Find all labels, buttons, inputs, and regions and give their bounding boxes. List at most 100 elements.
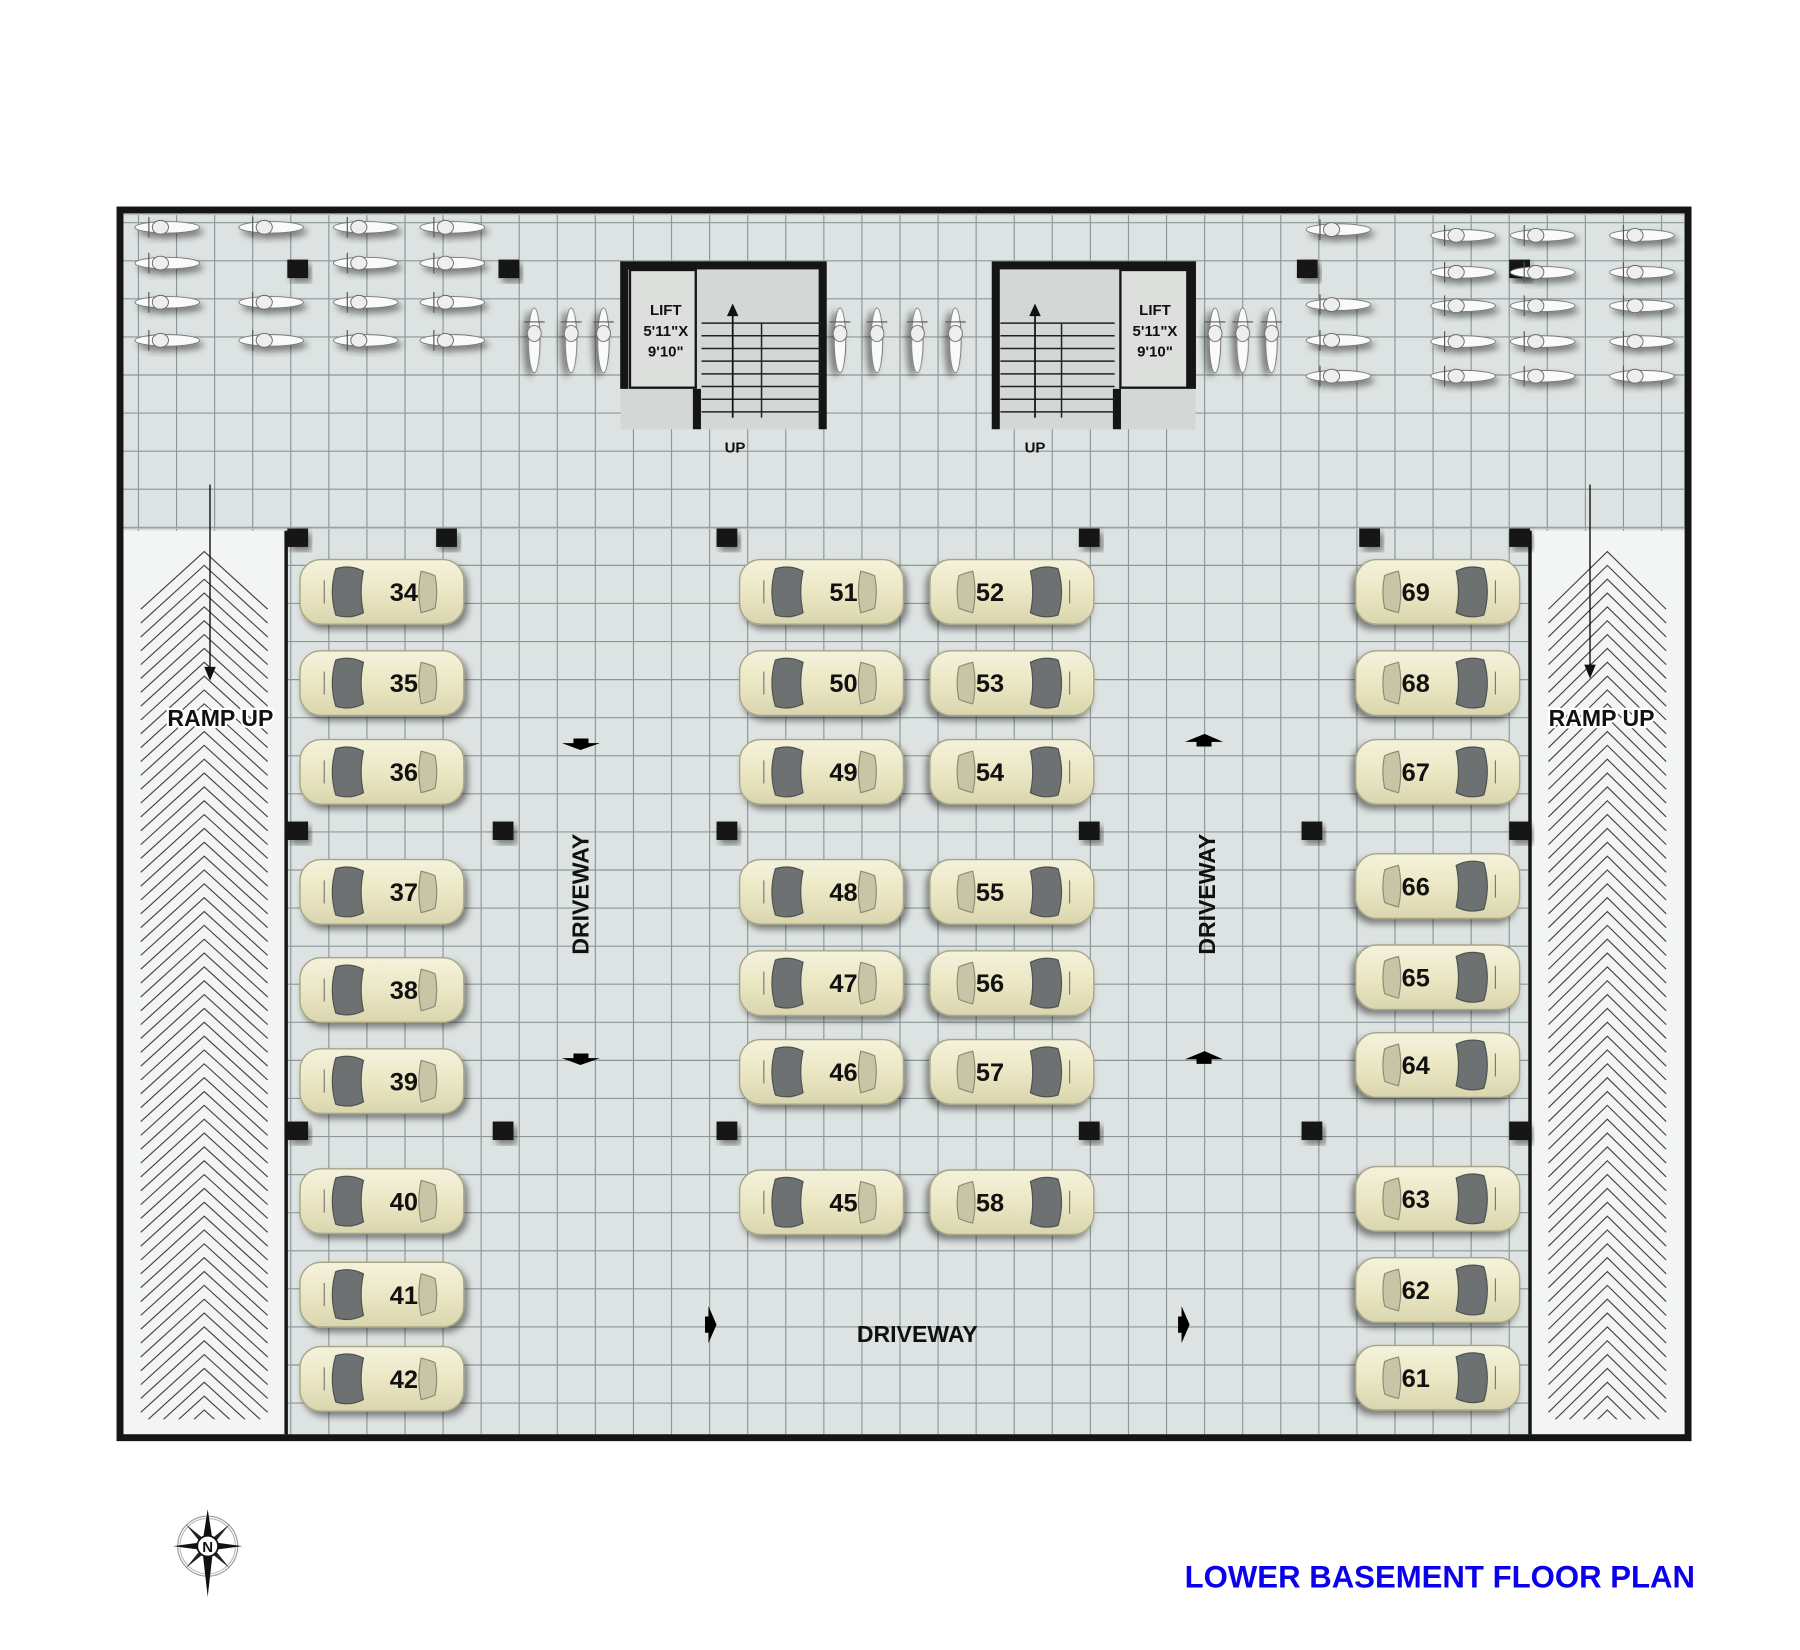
parking-bay-number: 42: [390, 1366, 418, 1394]
parking-bay[interactable]: 53: [929, 650, 1095, 717]
motorbike-icon: [1509, 295, 1576, 317]
driveway-label-right: DRIVEWAY: [1194, 833, 1220, 955]
parking-bay-number: 55: [976, 879, 1004, 907]
two-wheeler-parking: [134, 216, 1675, 387]
parking-bay-number: 67: [1402, 759, 1430, 787]
structural-column: [287, 259, 309, 279]
parking-bay[interactable]: 42: [299, 1345, 465, 1412]
parking-bay[interactable]: 47: [738, 950, 905, 1017]
parking-bay[interactable]: 58: [929, 1169, 1095, 1236]
parking-bay[interactable]: 66: [1355, 853, 1521, 920]
parking-bay[interactable]: 39: [299, 1048, 465, 1115]
up-arrow-icon: [726, 303, 739, 317]
motorbike-icon: [1204, 307, 1226, 374]
structural-column: [436, 528, 457, 547]
parking-bay[interactable]: 62: [1355, 1256, 1521, 1323]
parking-bay[interactable]: 68: [1355, 650, 1521, 717]
motorbike-icon: [419, 330, 486, 351]
motorbike-icon: [332, 330, 399, 351]
motorbike-icon: [238, 330, 304, 351]
plan-title: LOWER BASEMENT FLOOR PLAN: [1185, 1560, 1695, 1595]
core-left: LIFT 5'11"X 9'10" UP: [620, 261, 827, 456]
motorbike-icon: [1430, 365, 1496, 387]
parking-bay[interactable]: 41: [299, 1261, 465, 1328]
parking-bay[interactable]: 37: [299, 858, 465, 925]
parking-bay-number: 41: [390, 1282, 418, 1310]
structural-column: [1078, 528, 1100, 547]
motorbike-icon: [1305, 294, 1372, 315]
motorbike-icon: [134, 216, 201, 238]
ramp-up-label-left: RAMP UP: [167, 705, 273, 731]
parking-bay[interactable]: 35: [299, 650, 465, 717]
structural-column: [1078, 1121, 1100, 1140]
ramp-left: [122, 530, 288, 1435]
parking-bay[interactable]: 51: [738, 558, 905, 625]
parking-bay[interactable]: 40: [299, 1168, 465, 1235]
up-arrow-icon: [1029, 303, 1041, 317]
parking-bay-number: 40: [390, 1188, 418, 1216]
parking-bay[interactable]: 50: [738, 650, 905, 717]
motorbike-icon: [1609, 224, 1675, 246]
parking-bay[interactable]: 34: [299, 558, 465, 625]
motorbike-icon: [1261, 307, 1282, 374]
structural-column: [716, 821, 738, 840]
parking-bay-number: 57: [976, 1059, 1004, 1087]
parking-bay[interactable]: 61: [1355, 1344, 1521, 1411]
parking-bay[interactable]: 64: [1355, 1032, 1521, 1098]
parking-bay[interactable]: 67: [1355, 738, 1521, 805]
structural-column: [716, 1121, 738, 1140]
parking-bay-number: 45: [829, 1189, 857, 1217]
motorbike-icon: [1509, 261, 1576, 283]
motorbike-icon: [419, 216, 486, 238]
motorbike-icon: [134, 291, 201, 313]
structural-column: [1301, 821, 1323, 840]
motorbike-icon: [906, 307, 928, 374]
lift-name: LIFT: [1139, 302, 1171, 319]
motorbike-icon: [1609, 365, 1675, 387]
parking-bay[interactable]: 48: [738, 858, 905, 925]
lift-name: LIFT: [650, 302, 682, 319]
parking-bay-number: 65: [1402, 964, 1430, 992]
parking-bay[interactable]: 56: [929, 950, 1095, 1017]
motorbike-icon: [1430, 331, 1496, 352]
parking-bay[interactable]: 57: [929, 1038, 1095, 1105]
parking-bay[interactable]: 45: [738, 1169, 905, 1236]
parking-bay-number: 52: [976, 579, 1004, 607]
motorbike-icon: [523, 307, 545, 374]
parking-bay[interactable]: 46: [738, 1038, 905, 1105]
motorbike-icon: [1430, 295, 1496, 317]
lift-width: 5'11"X: [643, 323, 688, 340]
north-compass-icon: N: [173, 1509, 243, 1597]
structural-column: [492, 1121, 514, 1140]
parking-bay[interactable]: 65: [1355, 944, 1521, 1011]
motorbike-icon: [1232, 307, 1254, 374]
parking-bay-number: 61: [1402, 1365, 1430, 1393]
parking-bay[interactable]: 54: [929, 738, 1095, 805]
stair-up-label: UP: [725, 439, 746, 456]
parking-bay[interactable]: 69: [1355, 558, 1521, 625]
parking-bay-number: 53: [976, 670, 1004, 698]
motorbike-icon: [419, 291, 486, 313]
parking-bay-number: 38: [390, 977, 418, 1005]
parking-bay-number: 62: [1402, 1277, 1430, 1305]
motorbike-icon: [1509, 365, 1576, 387]
parking-bay-number: 36: [390, 759, 418, 787]
ramp-up-label-right: RAMP UP: [1549, 705, 1655, 731]
arrow-right-icon: [705, 1306, 717, 1344]
parking-bay-number: 35: [390, 670, 418, 698]
parking-bay[interactable]: 55: [929, 858, 1095, 925]
parking-bay-number: 37: [390, 879, 418, 907]
structural-column: [1509, 1121, 1530, 1140]
motorbike-icon: [829, 307, 851, 374]
parking-bay[interactable]: 36: [299, 738, 465, 805]
parking-bay[interactable]: 49: [738, 738, 905, 805]
parking-bay[interactable]: 38: [299, 956, 465, 1023]
motorbike-icon: [1509, 224, 1576, 246]
outer-wall: [116, 206, 1692, 1442]
parking-bay[interactable]: 52: [929, 558, 1095, 625]
motorbike-icon: [419, 252, 486, 274]
structural-column: [1509, 821, 1530, 840]
parking-bay[interactable]: 63: [1355, 1165, 1521, 1232]
structural-column: [1301, 1121, 1323, 1140]
